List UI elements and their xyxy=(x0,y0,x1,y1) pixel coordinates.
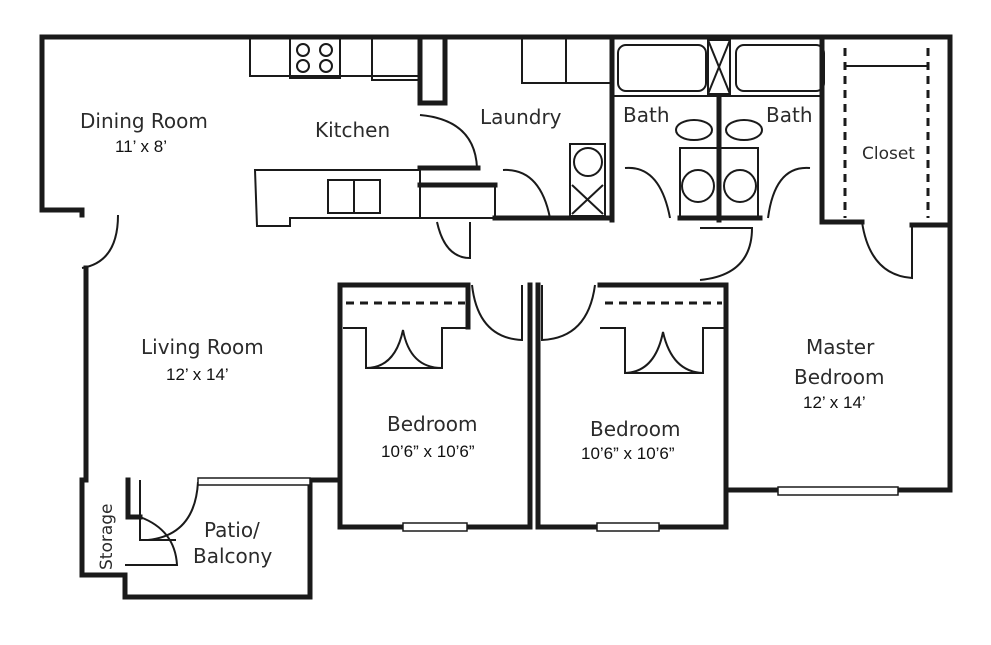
room-dims-master: 12’ x 14’ xyxy=(803,393,866,412)
room-label-master-2: Bedroom xyxy=(794,365,884,389)
room-dims-bedroom-2: 10’6” x 10’6” xyxy=(581,444,675,463)
room-label-storage: Storage xyxy=(97,503,117,570)
room-label-dining: Dining Room xyxy=(80,109,208,133)
room-label-patio-2: Balcony xyxy=(193,544,272,568)
bedroom-closets xyxy=(340,282,729,374)
room-label-bedroom-2: Bedroom xyxy=(590,417,680,441)
kitchen-fixtures xyxy=(81,35,498,269)
window xyxy=(596,522,660,532)
room-label-laundry: Laundry xyxy=(480,105,562,129)
bathtub-icon xyxy=(735,44,825,92)
sink-icon xyxy=(681,169,715,203)
room-label-patio-1: Patio/ xyxy=(204,518,260,542)
laundry-bath-fixtures xyxy=(492,35,825,281)
sink-icon xyxy=(723,169,757,203)
window xyxy=(402,522,468,532)
room-label-master-1: Master xyxy=(806,335,875,359)
window xyxy=(197,477,311,486)
room-label-bath-2: Bath xyxy=(766,103,813,127)
room-label-closet: Closet xyxy=(862,144,915,164)
room-dims-bedroom-1: 10’6” x 10’6” xyxy=(381,442,475,461)
window xyxy=(777,486,899,496)
room-label-living: Living Room xyxy=(141,335,264,359)
room-dims-dining: 11’ x 8’ xyxy=(115,137,167,156)
stove-icon xyxy=(289,37,341,79)
room-label-bedroom-1: Bedroom xyxy=(387,412,477,436)
room-dims-living: 12’ x 14’ xyxy=(166,365,229,384)
room-label-bath-1: Bath xyxy=(623,103,670,127)
toilet-icon xyxy=(725,119,763,141)
closet-fixtures xyxy=(819,35,953,280)
bathtub-icon xyxy=(617,44,707,92)
room-label-kitchen: Kitchen xyxy=(315,118,390,142)
toilet-icon xyxy=(675,119,713,141)
storage-patio-fixtures xyxy=(125,477,311,566)
